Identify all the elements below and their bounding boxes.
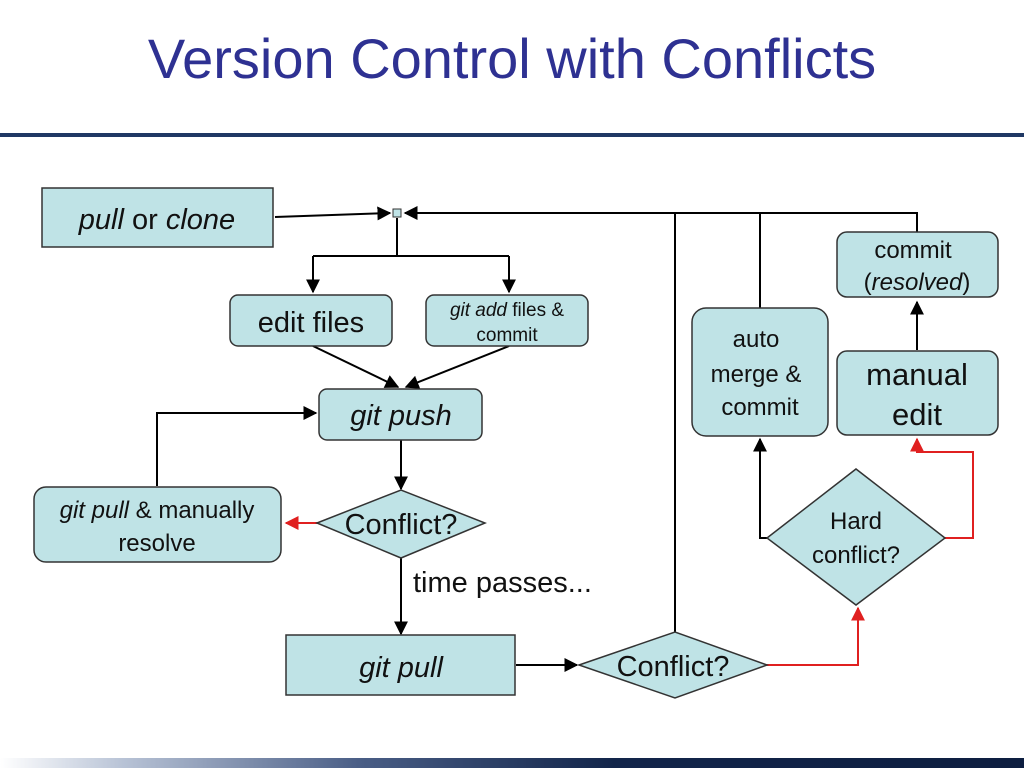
footer-bar xyxy=(0,758,1024,768)
open-paren: ( xyxy=(864,269,872,296)
git-pull-text: git pull xyxy=(60,497,130,524)
node-manual-resolve: git pull & manually resolve xyxy=(33,486,282,563)
git-push-label: git push xyxy=(350,400,452,432)
conflict-2-label: Conflict? xyxy=(617,651,730,683)
node-auto-merge: auto merge & commit xyxy=(691,307,829,437)
edit-text: edit xyxy=(892,397,942,432)
svg-text:git pull & manually: git pull & manually xyxy=(60,497,255,524)
arrow-edit-to-push xyxy=(312,345,400,388)
commit-resolved-text: commit xyxy=(874,237,952,264)
manually-text: & manually xyxy=(129,497,254,524)
decision-hard-conflict: Hard conflict? xyxy=(765,468,947,606)
auto-commit-text: commit xyxy=(721,394,799,421)
slide-title: Version Control with Conflicts xyxy=(147,27,877,90)
arrow-conflict2-to-hard xyxy=(765,606,865,666)
edit-files-label: edit files xyxy=(258,307,364,339)
git-pull-label: git pull xyxy=(359,652,444,684)
merge-junction xyxy=(392,208,402,218)
connectors xyxy=(156,206,924,672)
auto-text: auto xyxy=(733,326,780,353)
pull-text: pull xyxy=(78,204,126,236)
node-edit-files: edit files xyxy=(229,294,393,347)
merge-text: merge & xyxy=(711,361,802,388)
svg-text:pull or clone: pull or clone xyxy=(78,204,235,236)
node-pull-or-clone: pull or clone xyxy=(41,187,274,248)
conflict-connectors xyxy=(284,437,974,666)
arrow-add-to-push xyxy=(404,345,510,389)
arrow-hard-no-to-automerge xyxy=(753,437,767,539)
node-git-push: git push xyxy=(318,388,483,441)
or-text: or xyxy=(124,204,166,236)
git-add-text: git add xyxy=(450,300,508,321)
decision-conflict-1: Conflict? xyxy=(315,489,487,559)
conflict-q-text: conflict? xyxy=(812,542,900,569)
arrow-clone-to-junction xyxy=(274,206,392,221)
clone-text: clone xyxy=(166,204,235,236)
node-git-add-commit: git add files & commit xyxy=(425,294,589,347)
close-paren: ) xyxy=(962,269,970,296)
conflict-1-label: Conflict? xyxy=(345,509,458,541)
arrow-resolve-to-push xyxy=(156,406,318,486)
resolve-text: resolve xyxy=(118,530,195,557)
title-divider xyxy=(0,133,1024,137)
arrow-hard-yes-to-manual xyxy=(910,437,974,539)
svg-text:(resolved): (resolved) xyxy=(864,269,971,296)
node-commit-resolved: commit (resolved) xyxy=(836,231,999,298)
node-manual-edit: manual edit xyxy=(836,350,999,436)
arrow-return-to-junction xyxy=(403,206,918,232)
manual-text: manual xyxy=(866,357,968,392)
node-git-pull: git pull xyxy=(285,634,516,696)
time-passes-label: time passes... xyxy=(413,567,592,599)
svg-text:git add files &: git add files & xyxy=(450,300,564,321)
commit-text: commit xyxy=(476,325,538,346)
resolved-text: resolved xyxy=(872,269,963,296)
files-and-text: files & xyxy=(507,300,564,321)
hard-text: Hard xyxy=(830,508,882,535)
decision-conflict-2: Conflict? xyxy=(576,631,770,699)
